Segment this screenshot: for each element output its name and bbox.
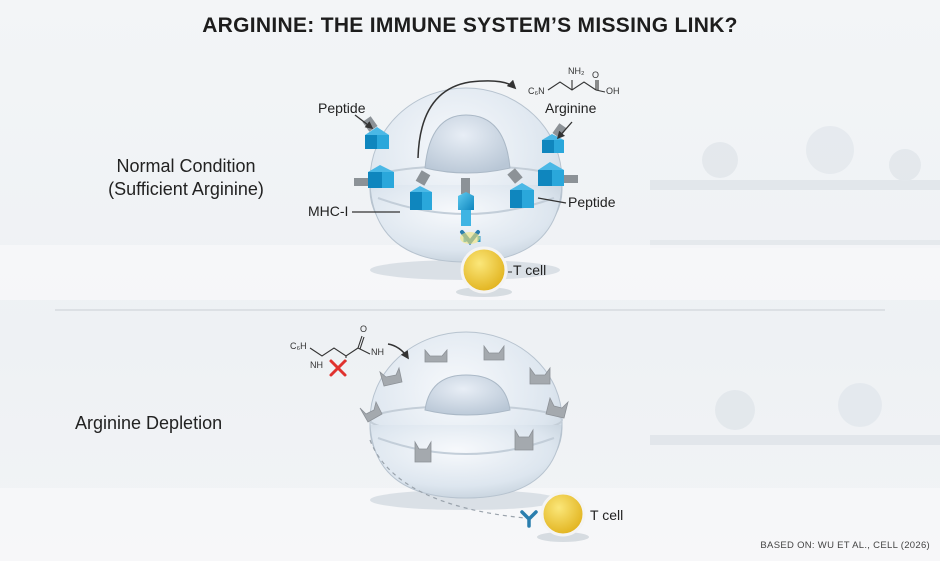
mhc-left-lower bbox=[410, 170, 432, 210]
red-x-icon bbox=[329, 359, 347, 377]
empty-mhc-3 bbox=[529, 366, 551, 385]
mhc-right-lower bbox=[507, 168, 534, 208]
empty-mhc-6 bbox=[545, 396, 569, 419]
mhc-label: MHC-I bbox=[308, 203, 349, 219]
peptide-left-leader bbox=[354, 114, 374, 129]
inhibitor-r: C₆H bbox=[290, 341, 307, 351]
empty-mhc-7 bbox=[414, 440, 432, 463]
mhc-right-mid bbox=[538, 162, 578, 186]
arginine-nh2: NH₂ bbox=[568, 66, 585, 76]
mhc-left-upper bbox=[362, 116, 389, 149]
mhc-left-mid bbox=[354, 165, 394, 188]
source-credit: BASED ON: WU ET AL., CELL (2026) bbox=[760, 540, 930, 551]
arginine-r: C₆N bbox=[528, 86, 545, 96]
empty-mhc-1 bbox=[424, 348, 448, 363]
inhibitor-o: O bbox=[360, 324, 368, 334]
mhc-right-upper bbox=[542, 123, 567, 153]
bottom-dashed-path bbox=[369, 439, 526, 519]
tcell-label-bottom: T cell bbox=[590, 507, 624, 523]
condition-normal-label: Normal Condition (Sufficient Arginine) bbox=[108, 156, 264, 199]
peptide-left-label: Peptide bbox=[318, 100, 366, 116]
bottom-tcell bbox=[520, 491, 589, 542]
condition-depletion-label: Arginine Depletion bbox=[75, 413, 223, 433]
background-lab-shelf bbox=[650, 126, 940, 445]
mhc-center-bound bbox=[458, 178, 474, 226]
tcell-label-top: T cell bbox=[513, 262, 547, 278]
top-curved-arrow bbox=[417, 79, 517, 159]
page-title: ARGININE: THE IMMUNE SYSTEM’S MISSING LI… bbox=[202, 14, 738, 37]
arginine-structure bbox=[547, 80, 606, 93]
inhibitor-nh-left: NH bbox=[310, 360, 323, 370]
empty-mhc-4 bbox=[379, 366, 403, 387]
inhibitor-nh-right: NH bbox=[371, 347, 384, 357]
empty-mhc-5 bbox=[359, 400, 383, 423]
bottom-empty-mhc bbox=[359, 344, 569, 463]
peptide-right-leader bbox=[537, 197, 567, 204]
arginine-o: O bbox=[592, 70, 600, 80]
arginine-label: Arginine bbox=[545, 100, 597, 116]
bottom-cell bbox=[369, 331, 563, 510]
empty-mhc-8 bbox=[514, 428, 534, 451]
bottom-curved-arrow bbox=[387, 343, 409, 360]
arginine-oh: OH bbox=[606, 86, 620, 96]
top-tcell bbox=[456, 230, 512, 297]
empty-mhc-2 bbox=[483, 344, 505, 361]
arginine-leader bbox=[556, 121, 573, 140]
top-mhc-molecules bbox=[354, 116, 578, 226]
peptide-right-label: Peptide bbox=[568, 194, 616, 210]
